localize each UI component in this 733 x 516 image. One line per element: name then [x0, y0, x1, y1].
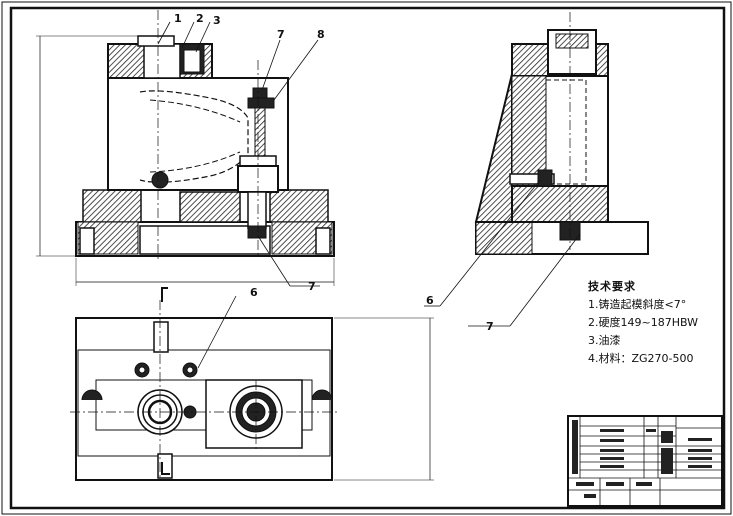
top-view [70, 287, 434, 481]
note-line-2: 2.硬度149~187HBW [588, 316, 699, 329]
top-leaders [197, 295, 237, 369]
front-leaders [157, 21, 320, 287]
callout-7-side: 7 [486, 320, 494, 333]
callout-2: 2 [196, 12, 204, 25]
callout-7-bottom: 7 [308, 280, 316, 293]
note-line-3: 3.油漆 [588, 334, 621, 347]
callout-6-side: 6 [426, 294, 434, 307]
callout-1: 1 [174, 12, 182, 25]
title-block [567, 415, 723, 507]
side-leaders [424, 179, 581, 327]
front-view [36, 10, 335, 286]
callout-8: 8 [317, 28, 325, 41]
inner-border [9, 6, 726, 510]
note-line-4: 4.材料：ZG270-500 [588, 352, 694, 365]
callout-3: 3 [213, 14, 221, 27]
note-line-1: 1.铸造起模斜度<7° [588, 298, 687, 311]
technical-requirements: 技术要求 1.铸造起模斜度<7° 2.硬度149~187HBW 3.油漆 4.材… [588, 278, 698, 368]
notes-title: 技术要求 [588, 280, 636, 293]
callout-6-top: 6 [250, 286, 258, 299]
side-view [474, 12, 649, 255]
callout-7-top: 7 [277, 28, 285, 41]
